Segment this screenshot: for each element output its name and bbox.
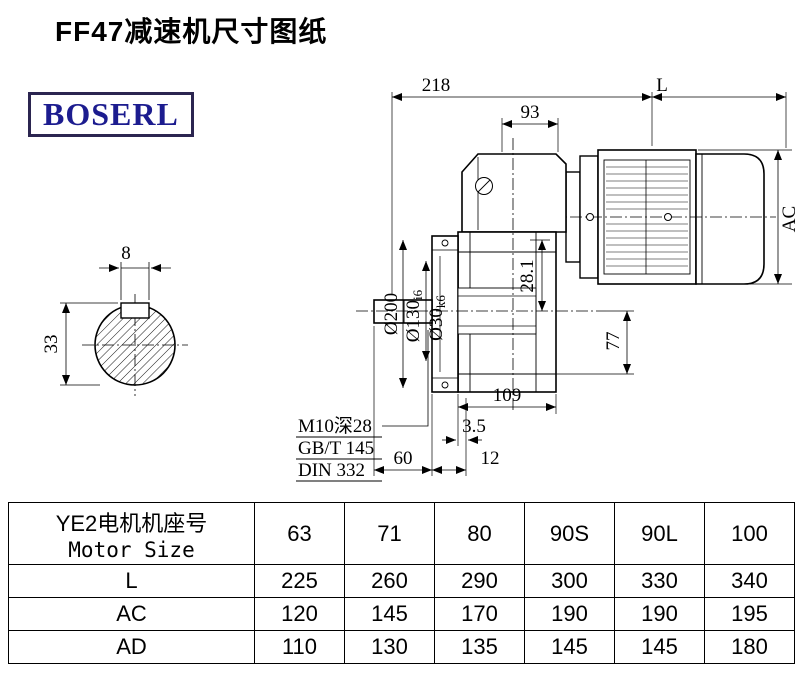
- table-cell: 135: [434, 630, 525, 664]
- row-label-AC: AC: [8, 597, 255, 631]
- motor-size-63: 63: [254, 502, 345, 565]
- motor-size-100: 100: [704, 502, 795, 565]
- table-cell: 190: [524, 597, 615, 631]
- dim-flange-od-label: Ø200: [381, 293, 402, 335]
- dim-93-label: 93: [521, 102, 540, 123]
- motor-size-80: 80: [434, 502, 525, 565]
- table-cell: 110: [254, 630, 345, 664]
- table-cell: 145: [344, 597, 435, 631]
- dimension-table: YE2电机机座号 Motor Size 63 71 80 90S 90L 100…: [8, 502, 795, 664]
- shaft-section-view: 8 33: [41, 243, 188, 396]
- table-cell: 180: [704, 630, 795, 664]
- assembly-view: 218 L 93 AC 28.1 Ø200 Ø130i6 Ø30k6 77 10…: [296, 75, 800, 482]
- gearbox-housing: [457, 153, 567, 393]
- dimension-lines: [296, 92, 792, 482]
- table-cell: 340: [704, 564, 795, 598]
- dim-section-height-label: 33: [41, 335, 62, 354]
- table-cell: 120: [254, 597, 345, 631]
- dim-shaft-dia-label: Ø30k6: [426, 295, 448, 341]
- dim-77-label: 77: [603, 332, 624, 351]
- dim-spigot-label: Ø130i6: [403, 289, 425, 342]
- page-title: FF47减速机尺寸图纸: [55, 16, 328, 47]
- input-shaft: [356, 287, 606, 335]
- housing-top-block: [461, 153, 567, 233]
- dim-3-5-label: 3.5: [462, 416, 486, 437]
- dim-key-width: [99, 262, 171, 300]
- motor: [550, 149, 776, 285]
- keyway-slot: [120, 302, 150, 319]
- motor-size-71: 71: [344, 502, 435, 565]
- motor-size-90L: 90L: [614, 502, 705, 565]
- dim-109-label: 109: [493, 385, 522, 406]
- table-cell: 190: [614, 597, 705, 631]
- row-label-L: L: [8, 564, 255, 598]
- dim-28-1-label: 28.1: [517, 259, 538, 292]
- technical-drawing: 8 33: [41, 75, 800, 482]
- note-din-standard: DIN 332: [298, 460, 365, 481]
- table-cell: 170: [434, 597, 525, 631]
- logo-text: BOSERL: [43, 96, 179, 132]
- table-cell: 225: [254, 564, 345, 598]
- flange-bolt-hole-top: [441, 239, 449, 247]
- motor-size-header-cn: YE2电机机座号: [55, 510, 208, 536]
- dim-AC-label: AC: [779, 206, 800, 232]
- dim-60-label: 60: [394, 448, 413, 469]
- motor-size-90S: 90S: [524, 502, 615, 565]
- motor-size-header-en: Motor Size: [68, 537, 195, 562]
- table-row-L: L 225 260 290 300 330 340: [8, 564, 795, 598]
- table-row-AC: AC 120 145 170 190 190 195: [8, 597, 795, 631]
- dimension-labels: 218 L 93 AC 28.1 Ø200 Ø130i6 Ø30k6 77 10…: [298, 75, 800, 481]
- table-cell: 290: [434, 564, 525, 598]
- motor-shaft-end: [586, 213, 594, 221]
- table-cell: 145: [614, 630, 705, 664]
- dim-12-label: 12: [481, 448, 500, 469]
- note-tap-hole: M10深28: [298, 415, 372, 437]
- dim-218-label: 218: [422, 75, 451, 96]
- motor-bearing-mark: [664, 213, 672, 221]
- flange-bolt-hole-bottom: [441, 381, 449, 389]
- row-label-AD: AD: [8, 630, 255, 664]
- table-cell: 260: [344, 564, 435, 598]
- table-header-row: YE2电机机座号 Motor Size 63 71 80 90S 90L 100: [8, 502, 795, 565]
- dim-section-height: [60, 302, 118, 386]
- note-gbt-standard: GB/T 145: [298, 438, 374, 459]
- table-row-AD: AD 110 130 135 145 145 180: [8, 630, 795, 664]
- table-cell: 130: [344, 630, 435, 664]
- table-cell: 195: [704, 597, 795, 631]
- boserl-logo: BOSERL: [28, 92, 194, 137]
- table-cell: 300: [524, 564, 615, 598]
- table-cell: 330: [614, 564, 705, 598]
- motor-size-header-cell: YE2电机机座号 Motor Size: [8, 502, 255, 565]
- dim-key-width-label: 8: [121, 243, 131, 264]
- dim-L-label: L: [656, 75, 668, 96]
- table-cell: 145: [524, 630, 615, 664]
- fan-cover: [695, 153, 765, 285]
- notes-leader-line: [382, 330, 429, 427]
